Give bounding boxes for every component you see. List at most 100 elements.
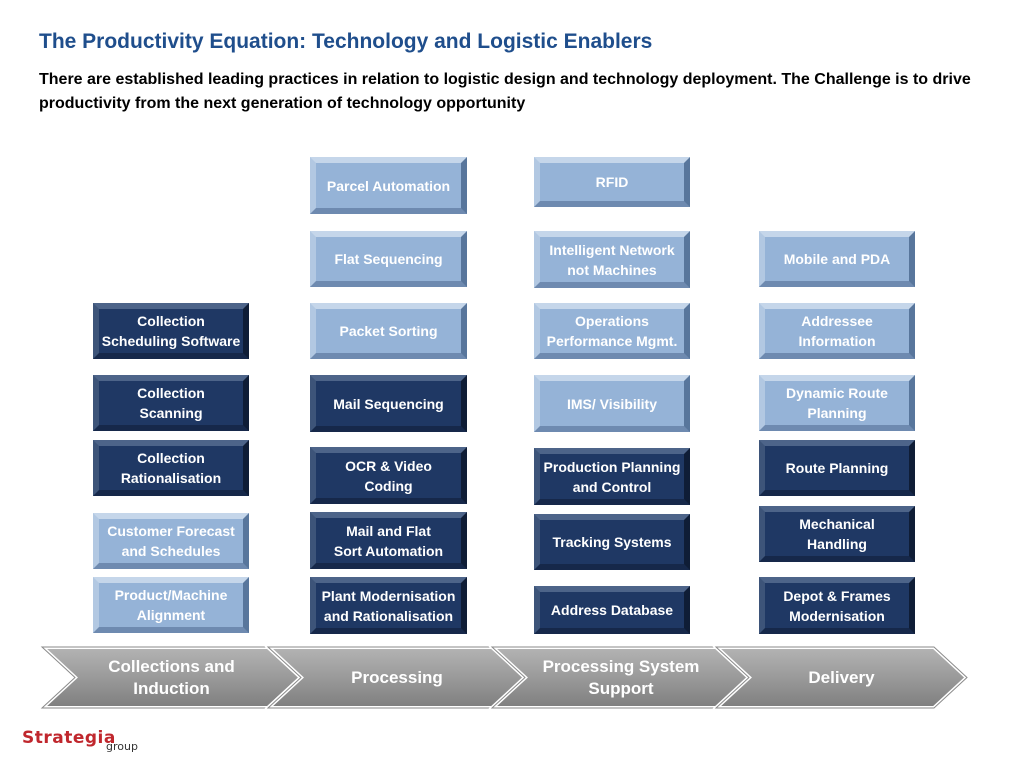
- page-title: The Productivity Equation: Technology an…: [39, 30, 653, 53]
- enabler-box-line: Handling: [807, 536, 867, 552]
- enabler-box-line: Collection: [137, 313, 205, 329]
- enabler-box-label: Customer Forecast and Schedules: [107, 521, 235, 561]
- enabler-box-line: OCR & Video: [345, 457, 432, 474]
- enabler-box-line: Address Database: [550, 602, 674, 618]
- enabler-box-line: Rationalisation: [120, 470, 222, 486]
- enabler-box-label: Address Database: [551, 600, 673, 620]
- enabler-box-line: Scheduling Software: [101, 333, 241, 349]
- enabler-box-label: Tracking Systems: [552, 532, 671, 552]
- enabler-box-line: Information: [798, 333, 876, 349]
- enabler-box-line: Tracking Systems: [552, 534, 672, 550]
- enabler-box-label: Intelligent Network not Machines: [549, 240, 674, 280]
- enabler-box-label: Production Planning and Control: [544, 457, 681, 497]
- enabler-box-line: Customer Forecast: [107, 523, 235, 539]
- enabler-box-label: Mobile and PDA: [784, 249, 891, 269]
- enabler-box-line: Depot & Frames: [783, 587, 891, 604]
- enabler-box-line: Plant Modernisation: [321, 587, 456, 604]
- enabler-box: Customer Forecast and Schedules: [93, 513, 249, 569]
- enabler-box-line: Operations: [575, 313, 649, 329]
- enabler-box-line: Collection: [137, 385, 205, 401]
- enabler-box-line: Mail and Flat: [346, 522, 431, 539]
- enabler-box: Packet Sorting: [310, 303, 467, 359]
- process-step-line: Processing: [351, 667, 443, 687]
- enabler-box: RFID: [534, 157, 690, 207]
- enabler-box-label: Route Planning: [786, 458, 889, 478]
- enabler-box-line: Parcel Automation: [326, 177, 451, 194]
- enabler-box-line: not Machines: [567, 261, 657, 278]
- enabler-box-line: Scanning: [139, 405, 203, 421]
- enabler-box-line: Performance Mgmt.: [546, 333, 678, 349]
- enabler-box-label: Parcel Automation: [327, 176, 450, 196]
- logo-sub-text: group: [106, 740, 138, 753]
- enabler-box: IMS/ Visibility: [534, 375, 690, 432]
- process-step-line: Collections and: [108, 656, 235, 676]
- enabler-box: Intelligent Network not Machines: [534, 231, 690, 288]
- enabler-box-line: Intelligent Network: [549, 241, 675, 258]
- enabler-box-line: Route Planning: [785, 460, 889, 476]
- enabler-box-line: Modernisation: [789, 607, 885, 624]
- process-step-line: Induction: [133, 678, 210, 698]
- enabler-box-line: Flat Sequencing: [334, 251, 443, 267]
- enabler-box-line: IMS/ Visibility: [567, 395, 657, 412]
- enabler-box-line: Product/Machine: [114, 587, 228, 603]
- enabler-box-line: Dynamic Route: [786, 385, 888, 401]
- enabler-box: Route Planning: [759, 440, 915, 496]
- enabler-box: Production Planning and Control: [534, 448, 690, 505]
- enabler-box-line: Mobile and PDA: [783, 251, 891, 267]
- enabler-box-label: RFID: [596, 172, 629, 192]
- enabler-box-line: and Rationalisation: [323, 607, 454, 624]
- enabler-box-line: RFID: [595, 174, 629, 190]
- enabler-box: Tracking Systems: [534, 514, 690, 570]
- process-step-line: Processing System: [542, 656, 700, 676]
- enabler-box: Plant Modernisation and Rationalisation: [310, 577, 467, 634]
- enabler-box: Parcel Automation: [310, 157, 467, 214]
- enabler-box-line: Sort Automation: [333, 542, 444, 559]
- process-step-line: Delivery: [808, 667, 875, 687]
- enabler-box-line: Alignment: [136, 607, 206, 623]
- enabler-box-line: Mail Sequencing: [333, 395, 444, 412]
- enabler-box-line: and Schedules: [121, 543, 221, 559]
- process-step-label: Delivery: [743, 647, 940, 708]
- logo-main-text: Strategia: [22, 728, 116, 748]
- enabler-box-line: Addressee: [801, 313, 873, 329]
- enabler-box-line: Mechanical: [799, 516, 875, 532]
- enabler-box: Mobile and PDA: [759, 231, 915, 287]
- enabler-box: Flat Sequencing: [310, 231, 467, 287]
- process-chevron-edge: [714, 646, 968, 709]
- enabler-box-line: and Control: [572, 478, 652, 495]
- enabler-box: Address Database: [534, 586, 690, 634]
- enabler-box-label: IMS/ Visibility: [567, 394, 657, 414]
- process-step-line: Support: [588, 678, 654, 698]
- enabler-box-line: Collection: [137, 450, 205, 466]
- enabler-box-line: Production Planning: [543, 458, 681, 475]
- enabler-box-label: Flat Sequencing: [334, 249, 442, 269]
- strategia-logo: Strategia group: [22, 728, 138, 753]
- enabler-box-line: Packet Sorting: [339, 323, 438, 339]
- enabler-box-label: Packet Sorting: [339, 321, 437, 341]
- page-subtitle: There are established leading practices …: [39, 71, 971, 112]
